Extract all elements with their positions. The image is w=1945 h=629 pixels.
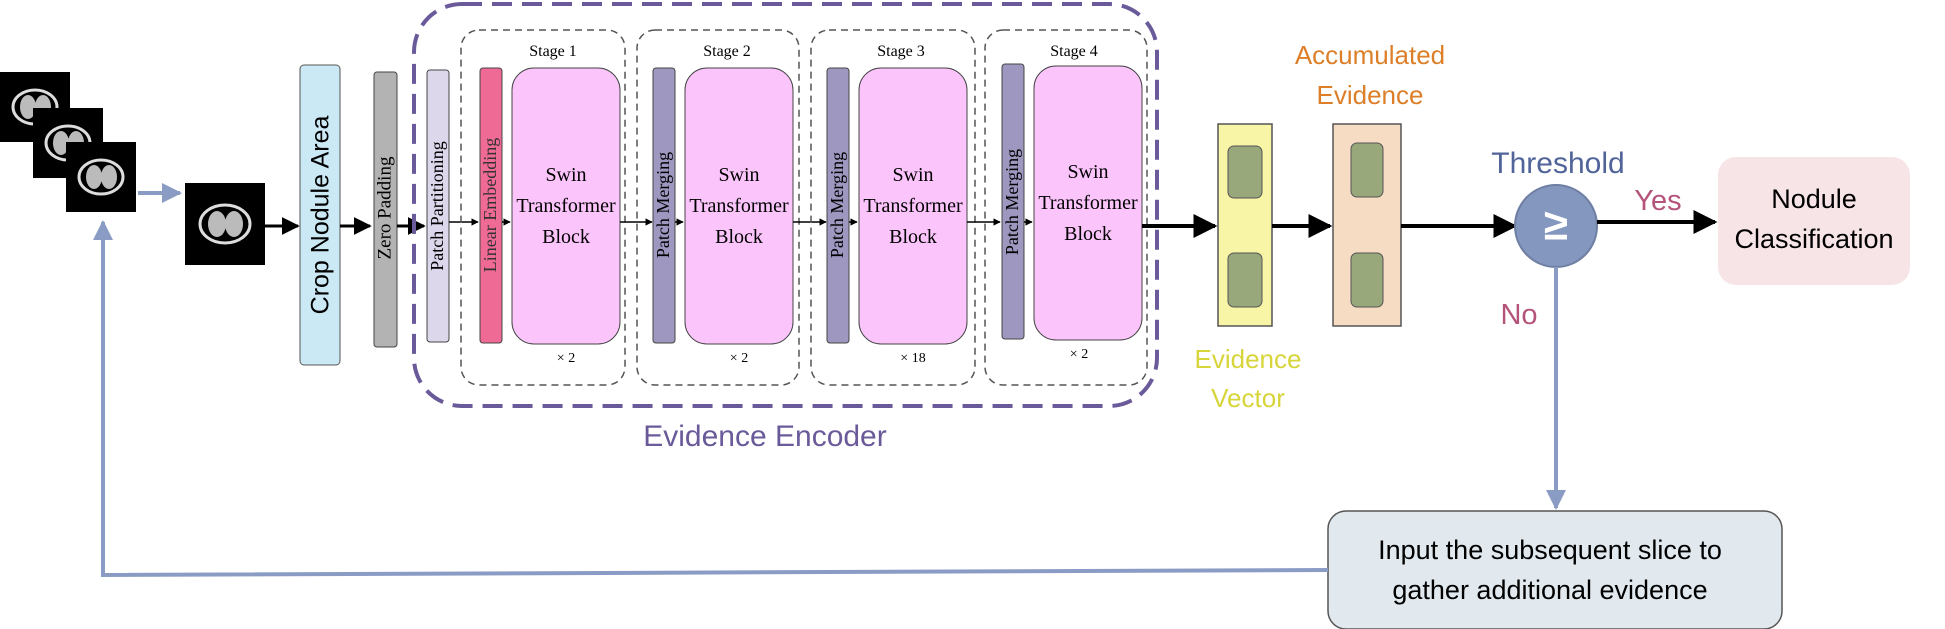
swin-block-4-line-2: Transformer bbox=[1038, 192, 1138, 214]
nodule-classification-box bbox=[1718, 157, 1910, 285]
no-label: No bbox=[1500, 299, 1537, 331]
patch-merging-label-stage-4: Patch Merging bbox=[1002, 149, 1022, 255]
stage-3-title: Stage 3 bbox=[877, 43, 925, 60]
stage-4-title: Stage 4 bbox=[1050, 43, 1098, 60]
stage-2-multiplier: × 2 bbox=[730, 351, 748, 366]
swin-transformer-block-2 bbox=[684, 67, 794, 345]
swin-block-4-line-3: Block bbox=[1064, 223, 1112, 245]
stage-4-multiplier: × 2 bbox=[1070, 347, 1088, 362]
patch-merging-box-stage-3 bbox=[826, 67, 850, 344]
evidence-encoder-container bbox=[412, 2, 1159, 408]
yes-label: Yes bbox=[1634, 185, 1681, 217]
accumulated-evidence-label-line-1: Accumulated bbox=[1295, 40, 1445, 70]
evidence-vector-cell bbox=[1227, 252, 1263, 308]
swin-block-1-line-3: Block bbox=[542, 226, 590, 248]
linear-embedding-box bbox=[479, 67, 503, 344]
patch-merging-label-stage-3: Patch Merging bbox=[827, 152, 847, 258]
accumulated-evidence: Accumulated Evidence bbox=[1295, 40, 1445, 327]
stage-3: Stage 3 Patch Merging Swin Transformer B… bbox=[810, 29, 976, 386]
ct-slice-icon bbox=[77, 158, 125, 196]
ct-slice-stack bbox=[0, 72, 136, 212]
stage-1-title: Stage 1 bbox=[529, 43, 577, 60]
stage-3-container bbox=[810, 29, 976, 386]
swin-transformer-block-3 bbox=[858, 67, 968, 345]
feedback-box bbox=[1327, 510, 1783, 629]
swin-transformer-block-1 bbox=[511, 67, 621, 345]
accumulated-evidence-cell bbox=[1350, 252, 1384, 308]
swin-block-4-line-1: Swin bbox=[1067, 161, 1108, 183]
stage-1: Stage 1 Linear Embedding Swin Transforme… bbox=[460, 29, 626, 386]
zero-padding-box bbox=[373, 71, 398, 348]
patch-merging-label-stage-2: Patch Merging bbox=[653, 152, 673, 258]
nodule-classification-line-2: Classification bbox=[1734, 224, 1893, 254]
current-ct-slice bbox=[185, 183, 265, 265]
swin-block-1-line-1: Swin bbox=[545, 164, 586, 186]
stage-3-multiplier: × 18 bbox=[900, 351, 925, 366]
swin-transformer-block-4 bbox=[1033, 65, 1143, 341]
patch-partitioning-box bbox=[426, 69, 450, 343]
linear-embedding-label: Linear Embedding bbox=[480, 138, 500, 272]
stage-1-container bbox=[460, 29, 626, 386]
patch-merging-box-stage-4 bbox=[1001, 63, 1025, 340]
threshold-label: Threshold bbox=[1491, 147, 1624, 180]
threshold: Threshold ≥ bbox=[1491, 147, 1625, 268]
evidence-encoder-label: Evidence Encoder bbox=[643, 420, 887, 453]
feedback-line-1: Input the subsequent slice to bbox=[1378, 535, 1722, 565]
crop-nodule-area-label: Crop Nodule Area bbox=[307, 116, 335, 315]
swin-block-3-line-3: Block bbox=[889, 226, 937, 248]
swin-block-2-line-2: Transformer bbox=[689, 195, 789, 217]
evidence-vector-label-line-1: Evidence bbox=[1195, 344, 1302, 374]
accumulated-evidence-label-line-2: Evidence bbox=[1317, 80, 1424, 110]
stage-4: Stage 4 Patch Merging Swin Transformer B… bbox=[984, 29, 1148, 386]
stage-2-container bbox=[636, 29, 800, 386]
nodule-classification-line-1: Nodule bbox=[1771, 184, 1857, 214]
greater-equal-icon: ≥ bbox=[1544, 201, 1568, 250]
stage-1-multiplier: × 2 bbox=[557, 351, 575, 366]
swin-block-3-line-2: Transformer bbox=[863, 195, 963, 217]
stage-2: Stage 2 Patch Merging Swin Transformer B… bbox=[636, 29, 800, 386]
crop-nodule-area-box bbox=[299, 64, 341, 366]
zero-padding-label: Zero Padding bbox=[374, 156, 395, 259]
accumulated-evidence-cell bbox=[1350, 142, 1384, 198]
evidence-vector-cell bbox=[1227, 145, 1263, 199]
stage-2-title: Stage 2 bbox=[703, 43, 751, 60]
evidence-vector: Evidence Vector bbox=[1195, 123, 1302, 413]
swin-block-3-line-1: Swin bbox=[892, 164, 933, 186]
swin-block-2-line-1: Swin bbox=[718, 164, 759, 186]
stage-4-container bbox=[984, 29, 1148, 386]
feedback-line-2: gather additional evidence bbox=[1392, 575, 1707, 605]
swin-block-2-line-3: Block bbox=[715, 226, 763, 248]
feedback-loop-arrow bbox=[93, 220, 1329, 578]
evidence-vector-label-line-2: Vector bbox=[1211, 383, 1285, 413]
swin-block-1-line-2: Transformer bbox=[516, 195, 616, 217]
patch-partitioning-label: Patch Partitioning bbox=[427, 141, 447, 271]
patch-merging-box-stage-2 bbox=[652, 67, 676, 344]
